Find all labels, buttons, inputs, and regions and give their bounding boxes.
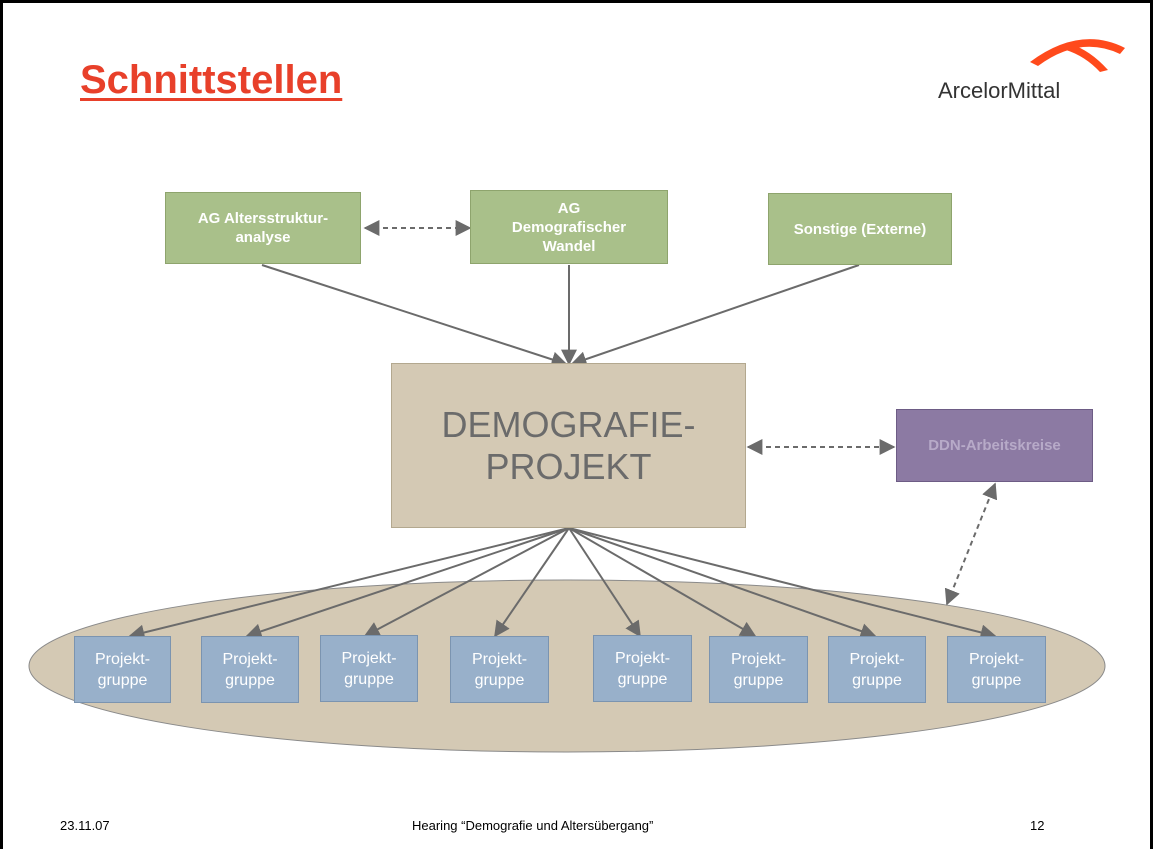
slide-title: Schnittstellen [80,58,343,102]
box-ag-demografischer-wandel: AG Demografischer Wandel [470,190,668,264]
box-projektgruppe-3: Projekt- gruppe [320,635,418,702]
box-projektgruppe-5: Projekt- gruppe [593,635,692,702]
box-projektgruppe-2: Projekt- gruppe [201,636,299,703]
footer-date: 23.11.07 [60,818,110,833]
box-projektgruppe-1: Projekt- gruppe [74,636,171,703]
box-demografie-projekt: DEMOGRAFIE- PROJEKT [391,363,746,528]
box-projektgruppe-8: Projekt- gruppe [947,636,1046,703]
arcelormittal-logo-icon [1030,39,1125,72]
box-projektgruppe-6: Projekt- gruppe [709,636,808,703]
box-projektgruppe-7: Projekt- gruppe [828,636,926,703]
box-projektgruppe-4: Projekt- gruppe [450,636,549,703]
project-groups-ellipse [28,579,1106,753]
footer-event: Hearing “Demografie und Altersübergang” [412,818,654,833]
box-ddn-arbeitskreise: DDN-Arbeitskreise [896,409,1093,482]
footer-page-number: 12 [1030,818,1045,833]
box-ag-altersstrukturanalyse: AG Altersstruktur- analyse [165,192,361,264]
box-sonstige-externe: Sonstige (Externe) [768,193,952,265]
logo-text: ArcelorMittal [938,78,1061,103]
